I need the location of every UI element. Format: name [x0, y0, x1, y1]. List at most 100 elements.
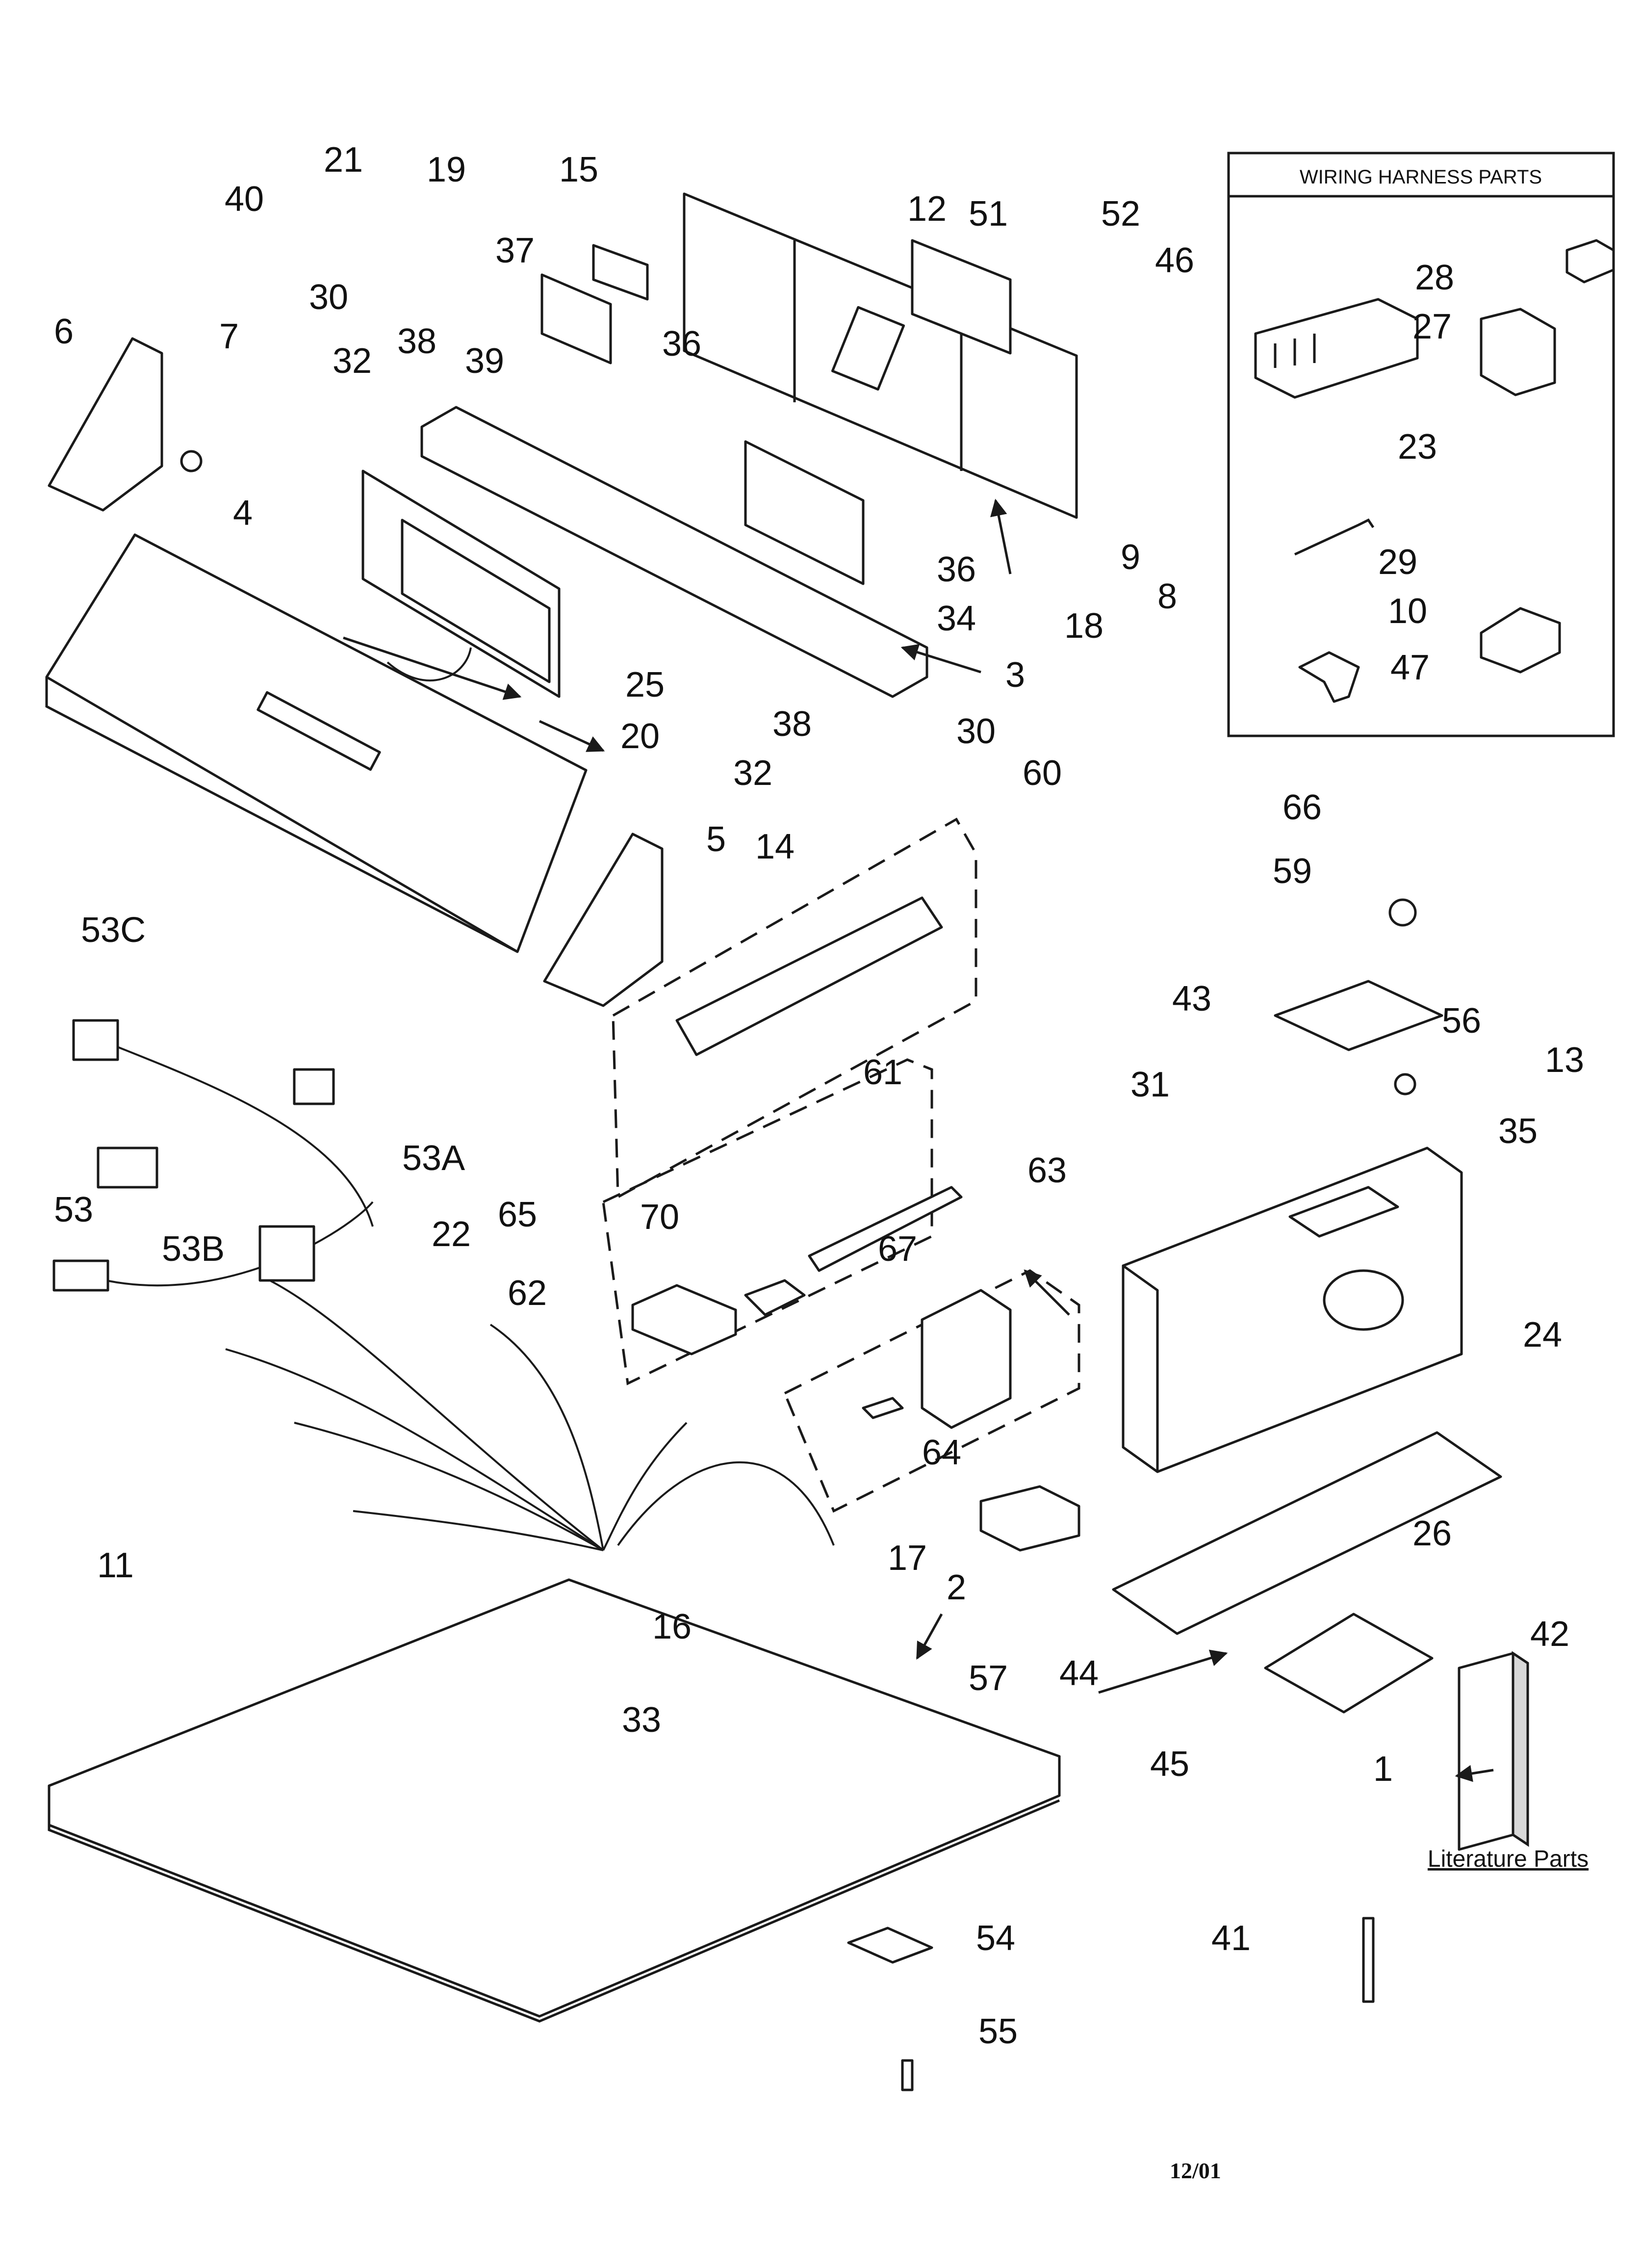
- literature-label: Literature Parts: [1428, 1846, 1589, 1872]
- callout-19: 19: [427, 150, 466, 189]
- console-frame: [420, 406, 928, 698]
- callout-36b: 36: [937, 550, 976, 589]
- callout-36a: 36: [662, 324, 701, 364]
- callout-5: 5: [706, 820, 726, 859]
- callout-64: 64: [922, 1433, 961, 1472]
- callout-6: 6: [54, 312, 74, 351]
- callout-30b: 30: [956, 712, 996, 751]
- callout-3: 3: [1005, 655, 1025, 695]
- callout-43: 43: [1172, 979, 1211, 1018]
- callout-27: 27: [1412, 307, 1452, 346]
- callout-38a: 38: [397, 322, 436, 361]
- part-61: [808, 1186, 963, 1272]
- literature-book: Literature Parts: [1428, 1651, 1589, 1872]
- console-panel: [45, 533, 588, 953]
- wiring-harness-box: WIRING HARNESS PARTS: [1227, 152, 1615, 737]
- part-59: [1388, 898, 1417, 927]
- callout-33: 33: [622, 1700, 661, 1740]
- assembly-65-outline: [602, 1058, 933, 1385]
- callout-24: 24: [1523, 1315, 1562, 1355]
- callout-8: 8: [1157, 577, 1177, 616]
- part-67: [744, 1279, 806, 1316]
- callout-40: 40: [225, 180, 264, 219]
- callout-53B: 53B: [162, 1229, 225, 1269]
- callout-67: 67: [878, 1229, 917, 1269]
- callout-29: 29: [1378, 543, 1417, 582]
- callout-44: 44: [1059, 1654, 1099, 1693]
- callout-4: 4: [233, 494, 253, 533]
- callout-28: 28: [1415, 258, 1454, 297]
- callout-51: 51: [969, 194, 1008, 234]
- callout-25: 25: [625, 665, 665, 704]
- screw-55: [901, 2059, 914, 2091]
- callout-46: 46: [1155, 241, 1194, 280]
- callout-26: 26: [1412, 1514, 1452, 1553]
- callout-1: 1: [1373, 1749, 1393, 1789]
- control-board: [744, 440, 865, 585]
- callout-17: 17: [888, 1538, 927, 1578]
- callout-20: 20: [620, 717, 660, 756]
- callout-38b: 38: [772, 704, 812, 744]
- callout-41: 41: [1211, 1919, 1251, 1958]
- callout-leaders: [343, 498, 1494, 1782]
- callout-21: 21: [324, 140, 363, 180]
- callout-45: 45: [1150, 1745, 1189, 1784]
- callout-52: 52: [1101, 194, 1140, 234]
- assembly-63-outline: [783, 1269, 1080, 1513]
- callout-35: 35: [1498, 1112, 1538, 1151]
- callout-10: 10: [1388, 592, 1427, 631]
- callout-66: 66: [1283, 788, 1322, 827]
- callout-18: 18: [1064, 606, 1103, 646]
- callout-53C: 53C: [81, 911, 146, 950]
- callout-16: 16: [652, 1607, 692, 1646]
- callout-22: 22: [432, 1215, 471, 1254]
- callout-30a: 30: [309, 278, 348, 317]
- callout-56: 56: [1442, 1001, 1481, 1041]
- callout-54: 54: [976, 1919, 1015, 1958]
- end-cap-right: [543, 833, 664, 1007]
- callout-55: 55: [978, 2012, 1018, 2051]
- callout-47: 47: [1390, 648, 1430, 687]
- callout-65: 65: [498, 1195, 537, 1234]
- callout-57: 57: [969, 1659, 1008, 1698]
- callout-34: 34: [937, 599, 976, 638]
- callout-53A: 53A: [402, 1139, 465, 1178]
- cabinet-31: [1122, 1147, 1463, 1473]
- callout-23: 23: [1398, 427, 1437, 467]
- callout-12: 12: [907, 189, 947, 229]
- plate-44: [1112, 1431, 1502, 1635]
- callout-15: 15: [559, 150, 598, 189]
- callout-31: 31: [1130, 1065, 1170, 1104]
- part-57: [979, 1485, 1080, 1552]
- part-43: [1274, 980, 1443, 1051]
- date-code: 12/01: [1170, 2158, 1221, 2183]
- callout-42: 42: [1530, 1615, 1569, 1654]
- callout-14: 14: [755, 827, 795, 866]
- callout-70: 70: [640, 1198, 679, 1237]
- wiring-harness-title: WIRING HARNESS PARTS: [1300, 166, 1542, 188]
- callout-32a: 32: [333, 341, 372, 381]
- callout-39: 39: [465, 341, 504, 381]
- part-45: [1264, 1613, 1434, 1714]
- bracket-39: [540, 273, 612, 365]
- end-cap-left: [48, 337, 163, 512]
- assembly-60-outline: [612, 817, 977, 1199]
- callout-59: 59: [1273, 852, 1312, 891]
- callout-11: 11: [97, 1546, 134, 1585]
- callout-7: 7: [219, 317, 239, 356]
- callout-62: 62: [508, 1274, 547, 1313]
- part-37: [592, 244, 649, 301]
- callout-61: 61: [863, 1053, 902, 1092]
- callout-13: 13: [1545, 1041, 1584, 1080]
- callout-60: 60: [1023, 754, 1062, 793]
- part-54: [847, 1927, 933, 1964]
- callout-37: 37: [495, 231, 535, 270]
- callout-2: 2: [947, 1568, 966, 1607]
- callout-53: 53: [54, 1190, 93, 1229]
- part-56: [1394, 1073, 1416, 1095]
- callout-labels: 1 2 3 4 5 6 7 8 9 10 11 12 13 14 15 16 1…: [54, 140, 1584, 2183]
- console-back-panel: [683, 192, 1078, 519]
- callout-63: 63: [1027, 1151, 1067, 1190]
